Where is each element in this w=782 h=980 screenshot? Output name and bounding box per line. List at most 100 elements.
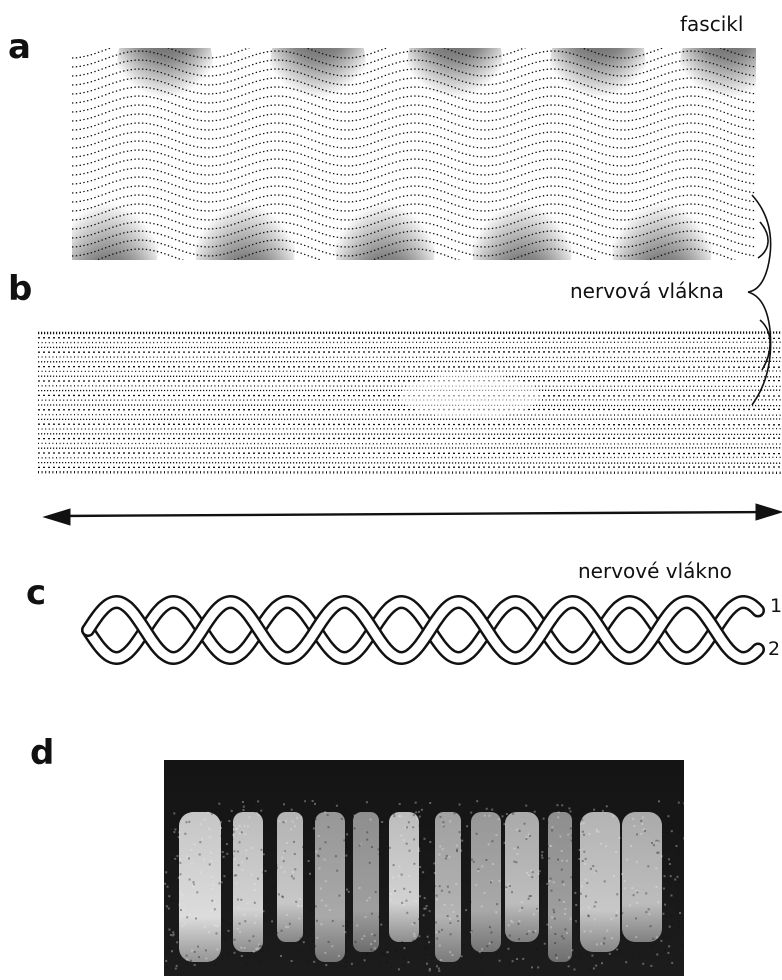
micrograph-grain [568, 956, 570, 958]
micrograph-grain [375, 891, 377, 893]
micrograph-grain [184, 833, 186, 835]
double-helix-panel-c [88, 602, 758, 658]
micrograph-grain [321, 900, 323, 902]
micrograph-grain [538, 873, 540, 875]
micrograph-grain [189, 879, 191, 881]
micrograph-bright-band [315, 812, 345, 962]
micrograph-grain [321, 923, 323, 925]
micrograph-grain [460, 837, 462, 839]
micrograph-grain [575, 904, 577, 906]
micrograph-grain [489, 942, 491, 944]
micrograph-grain [259, 961, 261, 963]
micrograph-grain [176, 965, 178, 967]
micrograph-grain [571, 835, 573, 837]
micrograph-grain [283, 851, 285, 853]
micrograph-grain [501, 898, 503, 900]
micrograph-grain [541, 854, 543, 856]
micrograph-grain [674, 879, 676, 881]
micrograph-grain [234, 875, 236, 877]
micrograph-grain [252, 805, 254, 807]
micrograph-grain [412, 826, 414, 828]
micrograph-grain [258, 944, 260, 946]
micrograph-grain [652, 938, 654, 940]
micrograph-grain [325, 841, 327, 843]
micrograph-grain [177, 855, 179, 857]
micrograph-grain [314, 945, 316, 947]
micrograph-grain [254, 883, 256, 885]
micrograph-grain [630, 845, 632, 847]
micrograph-grain [389, 847, 391, 849]
micrograph-grain [491, 840, 493, 842]
micrograph-grain [536, 908, 538, 910]
micrograph-grain [459, 831, 461, 833]
micrograph-grain [490, 881, 492, 883]
micrograph-grain [236, 882, 238, 884]
straight-fiber-line [38, 463, 782, 464]
micrograph-grain [660, 953, 662, 955]
micrograph-grain [498, 818, 500, 820]
micrograph-grain [380, 964, 382, 966]
micrograph-grain [456, 849, 458, 851]
micrograph-grain [531, 876, 533, 878]
micrograph-grain [531, 966, 533, 968]
micrograph-grain [508, 884, 510, 886]
micrograph-grain [581, 810, 583, 812]
fascicle-fiber-line [72, 123, 756, 139]
micrograph-grain [242, 830, 244, 832]
micrograph-grain [665, 842, 667, 844]
micrograph-grain [428, 941, 430, 943]
micrograph-grain [641, 823, 643, 825]
micrograph-grain [435, 922, 437, 924]
micrograph-grain [359, 887, 361, 889]
micrograph-grain [175, 968, 177, 970]
micrograph-grain [366, 953, 368, 955]
micrograph-grain [401, 941, 403, 943]
micrograph-grain [629, 905, 631, 907]
micrograph-grain [237, 828, 239, 830]
micrograph-grain [549, 880, 551, 882]
micrograph-grain [631, 887, 633, 889]
micrograph-grain [673, 862, 675, 864]
micrograph-grain [429, 968, 431, 970]
micrograph-grain [418, 935, 420, 937]
fascicle-fiber-line [72, 87, 756, 103]
micrograph-grain [249, 816, 251, 818]
micrograph-grain [580, 955, 582, 957]
micrograph-grain [324, 811, 326, 813]
micrograph-grain [626, 859, 628, 861]
micrograph-grain [291, 960, 293, 962]
micrograph-grain [197, 805, 199, 807]
micrograph-grain [200, 871, 202, 873]
micrograph-grain [449, 820, 451, 822]
micrograph-grain [642, 816, 644, 818]
micrograph-grain [553, 909, 555, 911]
micrograph-grain [559, 899, 561, 901]
micrograph-grain [502, 815, 504, 817]
micrograph-grain [183, 909, 185, 911]
micrograph-grain [238, 864, 240, 866]
micrograph-grain [164, 883, 166, 885]
micrograph-grain [286, 842, 288, 844]
micrograph-grain [322, 805, 324, 807]
micrograph-grain [484, 815, 486, 817]
micrograph-grain [563, 884, 565, 886]
micrograph-grain [678, 851, 680, 853]
micrograph-grain [634, 825, 636, 827]
micrograph-grain [422, 875, 424, 877]
micrograph-grain [291, 875, 293, 877]
micrograph-grain [366, 839, 368, 841]
micrograph-grain [174, 844, 176, 846]
micrograph-grain [204, 819, 206, 821]
micrograph-grain [650, 965, 652, 967]
micrograph-grain [424, 838, 426, 840]
micrograph-grain [306, 962, 308, 964]
micrograph-grain [227, 924, 229, 926]
micrograph-grain [465, 909, 467, 911]
micrograph-grain [190, 849, 192, 851]
micrograph-grain [354, 814, 356, 816]
micrograph-grain [344, 808, 346, 810]
straight-fiber-line [38, 453, 782, 454]
micrograph-grain [528, 930, 530, 932]
micrograph-grain [176, 941, 178, 943]
micrograph-grain [486, 808, 488, 810]
